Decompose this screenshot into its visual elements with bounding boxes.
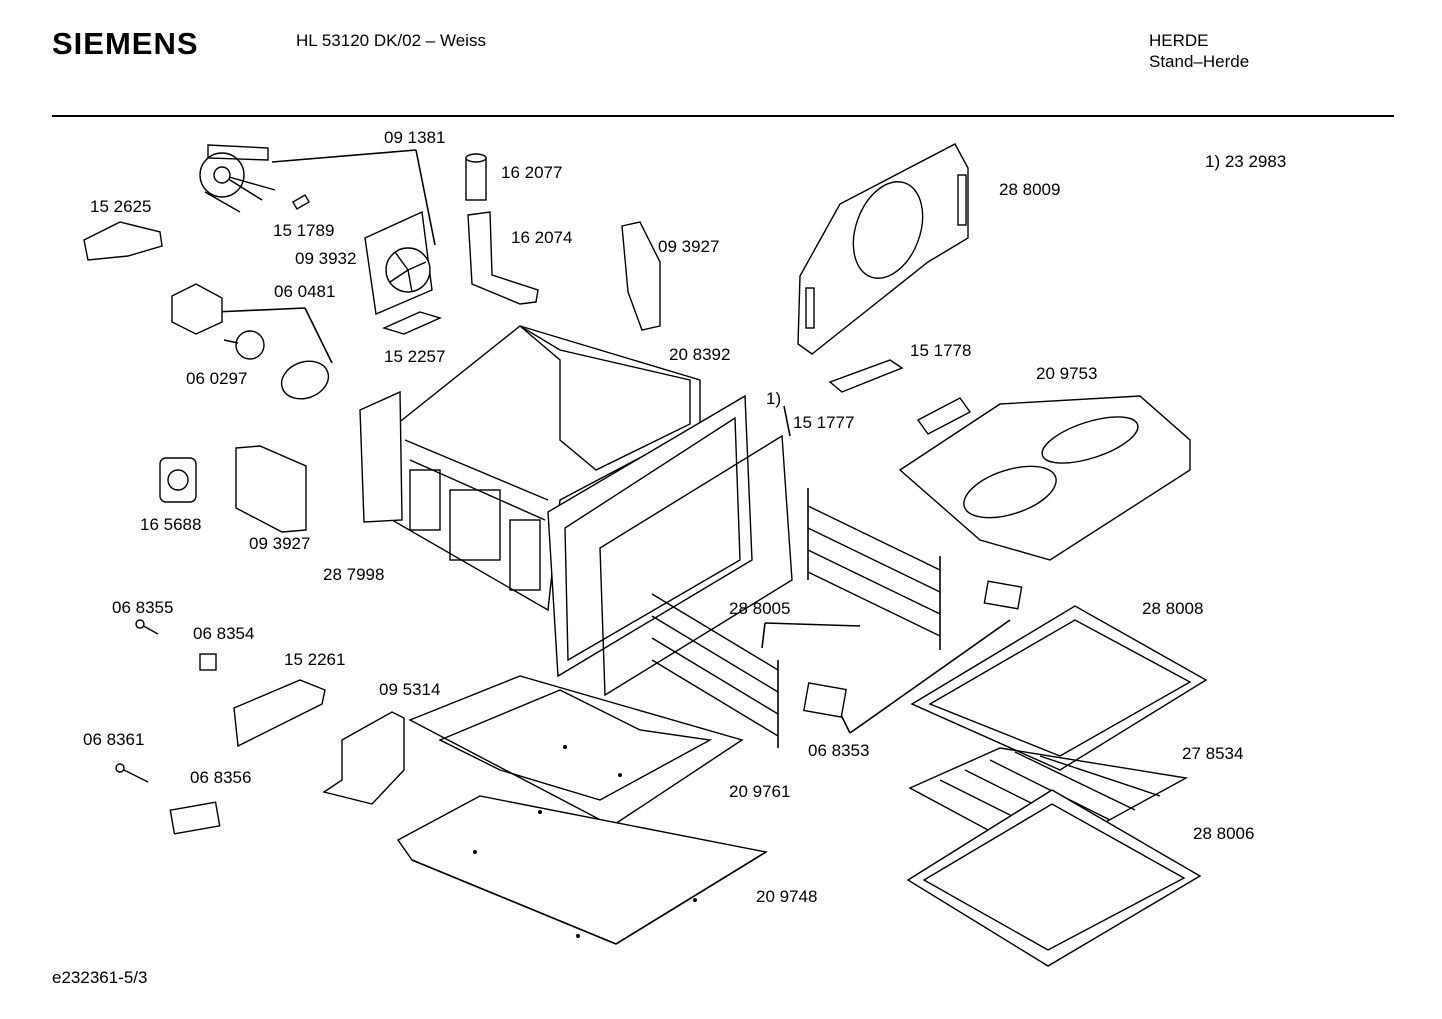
part-label: 28 8008 bbox=[1142, 599, 1204, 618]
bottom-plate-part bbox=[396, 795, 768, 945]
baking-tray-part bbox=[910, 605, 1208, 771]
subcategory-label: Stand–Herde bbox=[1149, 52, 1250, 71]
part-label: 09 3927 bbox=[658, 237, 720, 256]
part-label: 15 2625 bbox=[90, 197, 152, 216]
socket-part bbox=[169, 801, 221, 835]
part-label: 28 8009 bbox=[999, 180, 1061, 199]
part-label: 20 9761 bbox=[729, 782, 791, 801]
side-rail-part bbox=[651, 488, 941, 748]
header-divider bbox=[52, 115, 1394, 117]
part-label: 06 0297 bbox=[186, 369, 248, 388]
part-label: 06 0481 bbox=[274, 282, 336, 301]
model-title: HL 53120 DK/02 – Weiss bbox=[296, 31, 486, 50]
lamp-assembly-part bbox=[171, 283, 330, 400]
clip-small-part bbox=[199, 653, 217, 671]
part-label: 20 8392 bbox=[669, 345, 731, 364]
plug-block-part bbox=[803, 682, 847, 718]
part-label: 20 9753 bbox=[1036, 364, 1098, 383]
leader-lines bbox=[214, 149, 1011, 734]
part-label: 28 8005 bbox=[729, 599, 791, 618]
bottom-heater-part bbox=[408, 675, 744, 827]
back-panel-part bbox=[797, 143, 969, 355]
mounting-plate-part bbox=[235, 445, 307, 533]
part-label: 06 8353 bbox=[808, 741, 870, 760]
footnote-marker: 1) bbox=[766, 389, 782, 408]
cover-strip-part bbox=[828, 359, 904, 393]
part-label: 28 7998 bbox=[323, 565, 385, 584]
part-label: 20 9748 bbox=[756, 887, 818, 906]
part-label: 06 8354 bbox=[193, 624, 255, 643]
category-label: HERDE bbox=[1149, 31, 1209, 50]
duct-part bbox=[467, 211, 539, 305]
terminal-block-part bbox=[233, 679, 326, 748]
part-label: 15 1777 bbox=[793, 413, 855, 432]
bracket-part bbox=[83, 221, 163, 261]
part-label: 09 3932 bbox=[295, 249, 357, 268]
part-label: 15 1778 bbox=[910, 341, 972, 360]
part-label: 09 1381 bbox=[384, 128, 446, 147]
part-label: 15 1789 bbox=[273, 221, 335, 240]
oven-cavity-part bbox=[359, 325, 753, 678]
control-bracket-part bbox=[322, 711, 405, 805]
connector-part bbox=[983, 580, 1023, 610]
part-label: 16 5688 bbox=[140, 515, 202, 534]
document-id: e232361-5/3 bbox=[52, 968, 148, 987]
part-label: 27 8534 bbox=[1182, 744, 1244, 763]
grill-element-part bbox=[898, 395, 1191, 561]
part-label: 09 3927 bbox=[249, 534, 311, 553]
part-label: 06 8355 bbox=[112, 598, 174, 617]
part-label: 28 8006 bbox=[1193, 824, 1255, 843]
part-label: 15 2261 bbox=[284, 650, 346, 669]
cylinder-part bbox=[465, 153, 487, 201]
wire-frame-part bbox=[599, 434, 793, 697]
part-label: 06 8361 bbox=[83, 730, 145, 749]
clip-part bbox=[291, 194, 311, 210]
footnote: 1) 23 2983 bbox=[1205, 152, 1287, 171]
fan-cover-part bbox=[364, 210, 443, 335]
rail-bracket-part bbox=[621, 221, 661, 331]
fan-motor-part bbox=[199, 144, 276, 213]
part-label: 06 8356 bbox=[190, 768, 252, 787]
part-label: 15 2257 bbox=[384, 347, 446, 366]
screw-long-part bbox=[119, 767, 149, 783]
part-label: 16 2074 bbox=[511, 228, 573, 247]
part-label: 16 2077 bbox=[501, 163, 563, 182]
brand-logo: SIEMENS bbox=[52, 26, 199, 61]
thermostat-part bbox=[159, 457, 197, 503]
part-label: 09 5314 bbox=[379, 680, 441, 699]
deep-tray-part bbox=[906, 789, 1202, 967]
